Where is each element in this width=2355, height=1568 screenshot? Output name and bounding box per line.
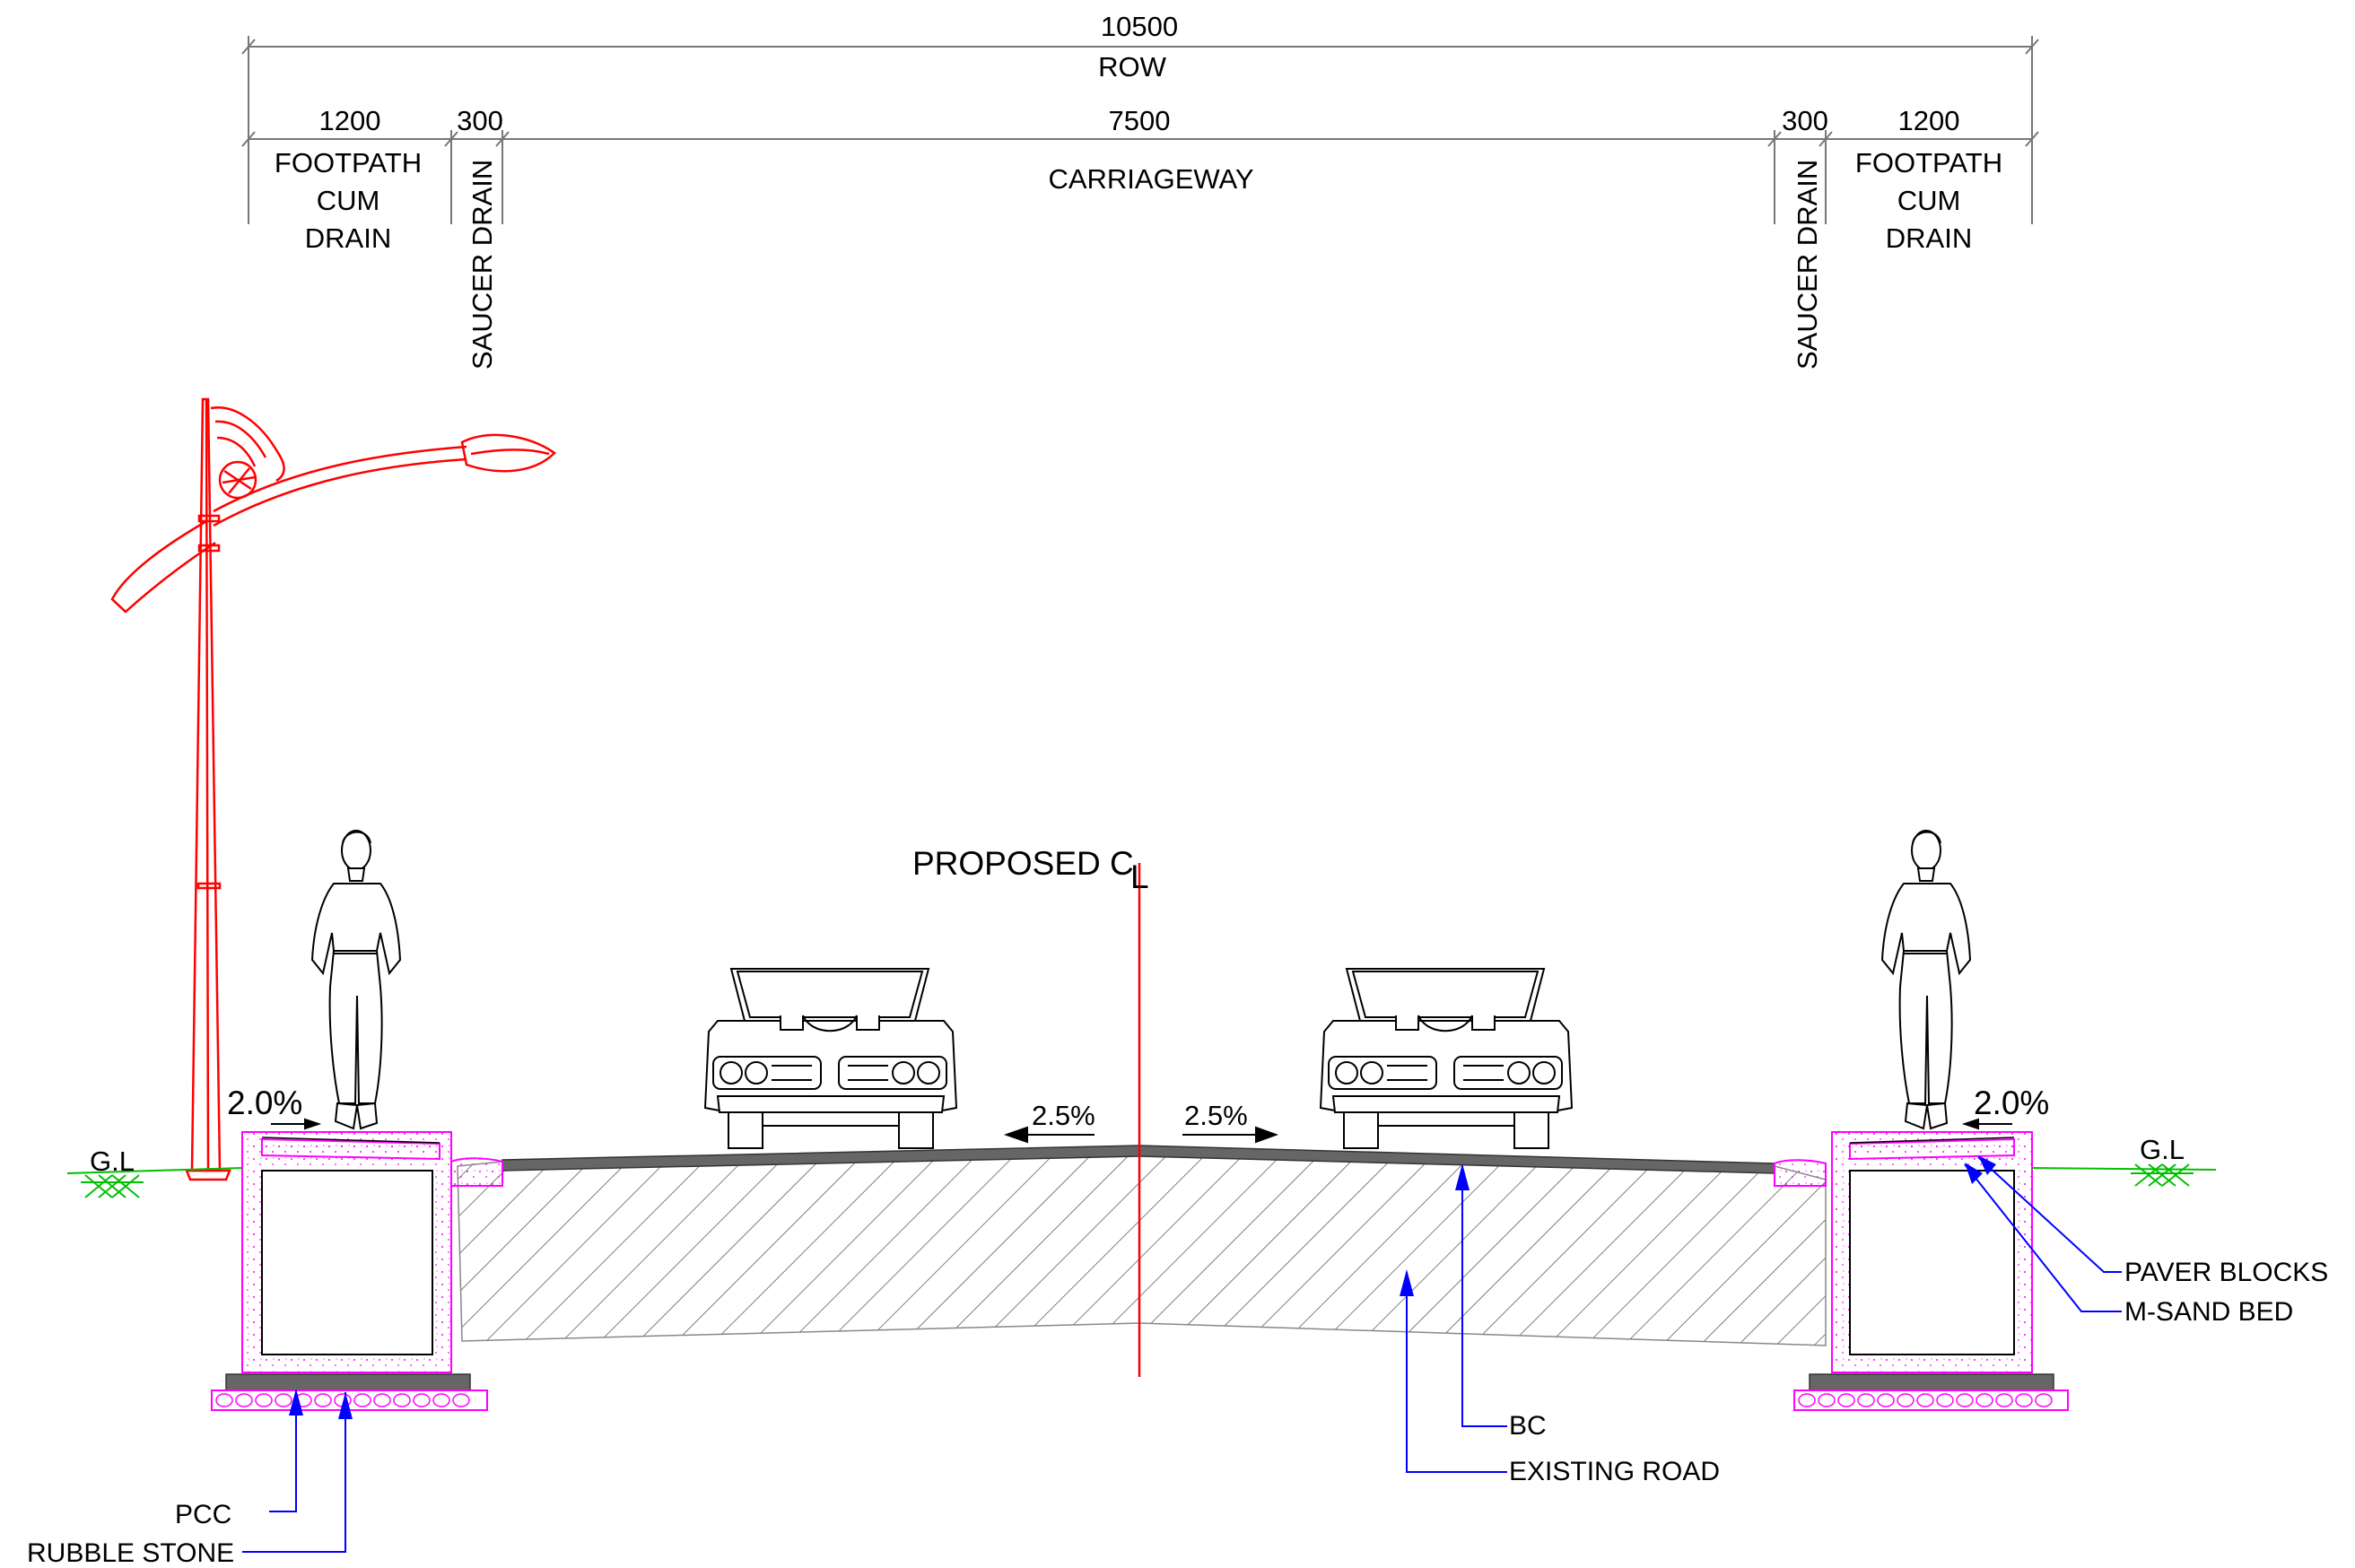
rubble-stone	[215, 1393, 233, 1407]
carriageway-label: CARRIAGEWAY	[1048, 163, 1253, 195]
callout-rubble-stone: RUBBLE STONE	[27, 1538, 234, 1568]
right-saucer-dimension-value: 300	[1782, 105, 1828, 136]
car-left-icon	[703, 968, 958, 1149]
rubble-stone	[1798, 1393, 1816, 1407]
row-label: ROW	[1098, 51, 1167, 83]
row-dimension-value: 10500	[1101, 11, 1178, 42]
rubble-stone	[393, 1393, 411, 1407]
rubble-stone	[314, 1393, 332, 1407]
pedestrian-left-icon	[310, 830, 402, 1130]
existing-road-fill	[457, 1146, 1827, 1346]
right-footpath-label-line1: FOOTPATH	[1855, 147, 2002, 179]
rubble-stone-layer	[215, 1393, 2053, 1407]
callout-bc: BC	[1509, 1411, 1547, 1441]
rubble-stone	[1837, 1393, 1855, 1407]
rubble-stone	[275, 1393, 292, 1407]
rubble-stone	[2035, 1393, 2053, 1407]
callout-leaders	[242, 1156, 2122, 1553]
car-right-icon	[1319, 968, 1574, 1149]
right-footpath-label-line2: CUM	[1897, 185, 1961, 216]
rubble-stone	[432, 1393, 450, 1407]
carriageway-dimension-value: 7500	[1109, 105, 1171, 136]
left-footpath-dimension-value: 1200	[319, 105, 381, 136]
rubble-stone	[353, 1393, 371, 1407]
right-saucer-drain-label: SAUCER DRAIN	[1792, 160, 1823, 370]
slope-right-footpath: 2.0%	[1974, 1085, 2049, 1121]
proposed-centerline-label: PROPOSED C	[912, 845, 1134, 882]
callout-existing-road: EXISTING ROAD	[1509, 1457, 1720, 1486]
callout-m-sand-bed: M-SAND BED	[2124, 1297, 2293, 1327]
drain-box-left	[211, 1131, 488, 1411]
rubble-stone	[1956, 1393, 1974, 1407]
rubble-stone	[255, 1393, 273, 1407]
slope-left-footpath: 2.0%	[227, 1085, 302, 1121]
rubble-stone	[413, 1393, 431, 1407]
left-footpath-label-line3: DRAIN	[305, 222, 391, 254]
right-footpath-dimension-value: 1200	[1898, 105, 1960, 136]
left-saucer-drain-label: SAUCER DRAIN	[467, 160, 498, 370]
callout-pcc: PCC	[175, 1500, 231, 1529]
rubble-stone	[1936, 1393, 1954, 1407]
ground-hatch-right-icon	[2131, 1163, 2194, 1187]
left-footpath-label-line2: CUM	[317, 185, 380, 216]
right-footpath-label-line3: DRAIN	[1886, 222, 1972, 254]
dimension-chain	[241, 36, 2039, 224]
pedestrian-right-icon	[1880, 830, 1972, 1130]
slope-arrows	[271, 1118, 2012, 1144]
rubble-stone	[1916, 1393, 1934, 1407]
drain-box-right	[1793, 1131, 2069, 1411]
saucer-drain-left	[450, 1157, 503, 1187]
rubble-stone	[1995, 1393, 2013, 1407]
rubble-stone	[235, 1393, 253, 1407]
left-saucer-dimension-value: 300	[457, 105, 503, 136]
street-light-icon	[110, 397, 556, 1181]
ground-lines	[66, 1167, 2217, 1174]
left-footpath-label-line1: FOOTPATH	[275, 147, 422, 179]
rubble-stone	[1976, 1393, 1993, 1407]
ground-level-right-label: G.L	[2140, 1134, 2185, 1165]
rubble-stone	[1877, 1393, 1895, 1407]
callout-paver-blocks: PAVER BLOCKS	[2124, 1258, 2328, 1287]
rubble-stone	[1897, 1393, 1915, 1407]
slope-left-carriageway: 2.5%	[1032, 1100, 1095, 1131]
rubble-stone	[1857, 1393, 1875, 1407]
rubble-stone	[373, 1393, 391, 1407]
callout-arrowheads	[289, 1155, 1996, 1419]
slope-right-carriageway: 2.5%	[1184, 1100, 1248, 1131]
ground-level-left-label: G.L	[90, 1146, 135, 1177]
rubble-stone	[2015, 1393, 2033, 1407]
centerline-symbol: L	[1130, 858, 1149, 895]
rubble-stone	[1818, 1393, 1836, 1407]
saucer-drain-right	[1774, 1159, 1827, 1187]
rubble-stone	[452, 1393, 470, 1407]
ground-hatch-left-icon	[81, 1174, 144, 1198]
